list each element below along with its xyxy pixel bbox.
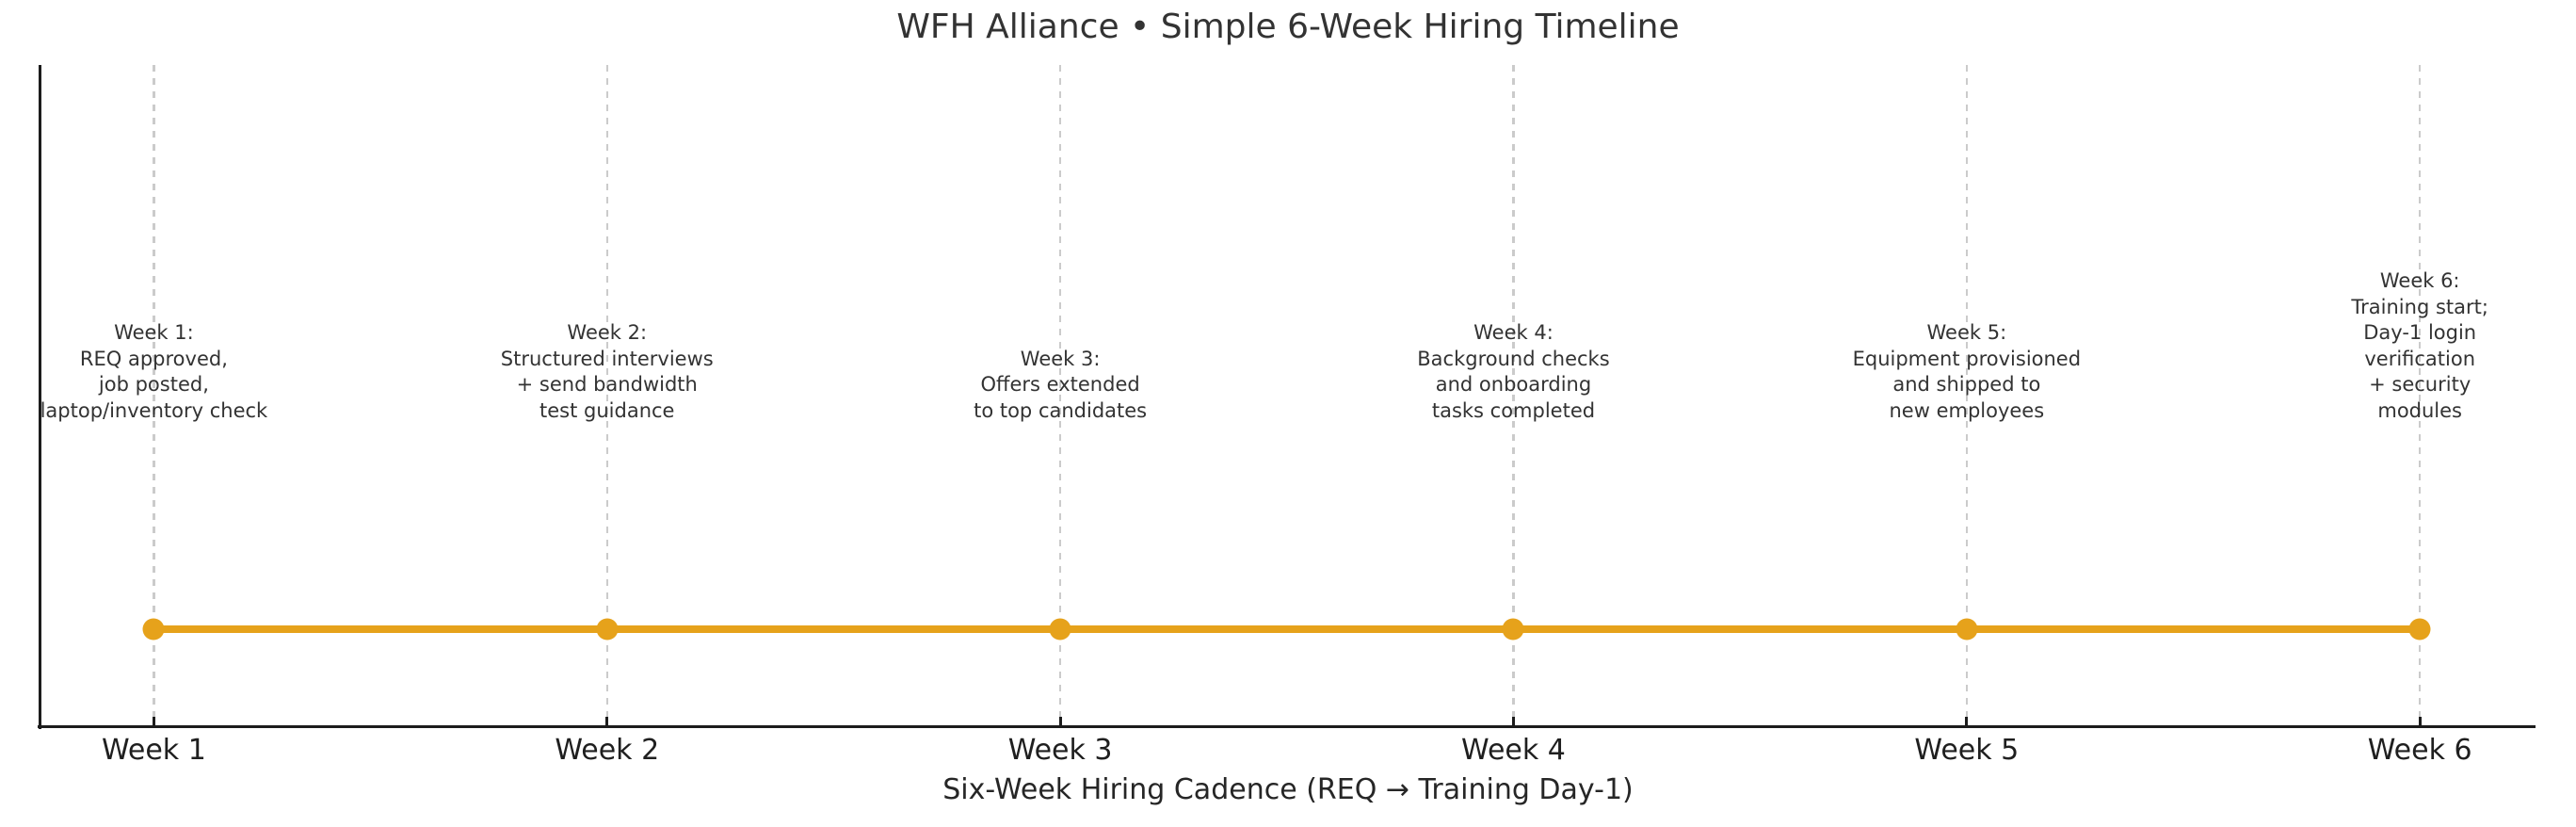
x-axis-spine — [38, 725, 2536, 728]
week-gridline — [2419, 65, 2422, 726]
milestone-annotation: Week 1: REQ approved, job posted, laptop… — [40, 321, 268, 422]
x-tick-label: Week 6 — [2367, 734, 2472, 767]
x-axis-tick — [1058, 717, 1062, 726]
x-tick-label: Week 2 — [555, 734, 660, 767]
x-tick-label: Week 5 — [1914, 734, 2020, 767]
milestone-marker — [1049, 618, 1071, 640]
week-gridline — [153, 65, 155, 726]
milestone-marker — [1956, 618, 1978, 640]
milestone-annotation: Week 3: Offers extended to top candidate… — [974, 347, 1148, 422]
milestone-marker — [2408, 618, 2431, 640]
x-axis-tick — [152, 717, 155, 726]
week-gridline — [605, 65, 608, 726]
x-axis-label: Six-Week Hiring Cadence (REQ → Training … — [942, 773, 1634, 806]
x-tick-label: Week 3 — [1007, 734, 1113, 767]
x-tick-label: Week 4 — [1461, 734, 1566, 767]
week-gridline — [1965, 65, 1969, 726]
x-axis-tick — [2418, 717, 2422, 726]
chart-title: WFH Alliance • Simple 6-Week Hiring Time… — [896, 8, 1680, 46]
x-axis-tick — [1511, 717, 1515, 726]
milestone-marker — [142, 618, 165, 640]
timeline-line — [153, 624, 2421, 633]
milestone-marker — [596, 618, 619, 640]
week-gridline — [1058, 65, 1062, 726]
week-gridline — [1512, 65, 1515, 726]
y-axis-spine — [39, 65, 41, 729]
milestone-annotation: Week 6: Training start; Day-1 login veri… — [2351, 269, 2488, 422]
x-axis-tick — [605, 717, 609, 726]
x-tick-label: Week 1 — [101, 734, 206, 767]
milestone-annotation: Week 2: Structured interviews + send ban… — [500, 321, 714, 422]
milestone-annotation: Week 5: Equipment provisioned and shippe… — [1852, 321, 2082, 422]
milestone-marker — [1502, 618, 1524, 640]
milestone-annotation: Week 4: Background checks and onboarding… — [1417, 321, 1610, 422]
x-axis-tick — [1965, 717, 1969, 726]
